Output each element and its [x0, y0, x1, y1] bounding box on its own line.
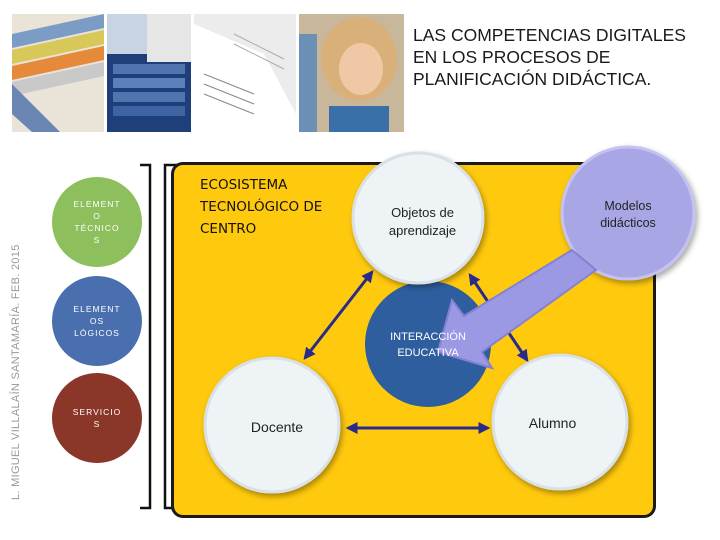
interaccion-label: INTERACCIÓN EDUCATIVA [390, 331, 466, 359]
child-tablet-photo [299, 14, 404, 132]
book-photo [194, 14, 296, 132]
modelos-label: Modelos didácticos [600, 199, 656, 230]
alumno-label: Alumno [528, 415, 577, 431]
objetos-node [351, 151, 485, 285]
docente-label: Docente [250, 419, 304, 435]
ecosystem-label: ECOSISTEMA TECNOLÓGICO DE CENTRO [200, 177, 323, 237]
keyboard-photo [107, 14, 191, 132]
element-technicos-circle: ELEMENT O TÉCNICO S [52, 177, 142, 267]
arrow-objetos-docente [303, 270, 374, 360]
docente-node [203, 356, 341, 494]
page-title: LAS COMPETENCIAS DIGITALES EN LOS PROCES… [413, 25, 686, 89]
element-logicos-circle: ELEMENT OS LÓGICOS [52, 276, 142, 366]
servicios-label: SERVICIO S [72, 407, 122, 429]
servicios-circle: SERVICIO S [52, 373, 142, 463]
objetos-label: Objetos de aprendizaje [388, 205, 457, 238]
pencils-photo [12, 14, 104, 132]
alumno-node [491, 353, 629, 491]
modelos-block-arrow [436, 248, 598, 370]
element-logicos-label: ELEMENT OS LÓGICOS [73, 304, 121, 338]
modelos-node [560, 145, 696, 281]
element-technicos-label: ELEMENT O TÉCNICO S [73, 199, 121, 245]
